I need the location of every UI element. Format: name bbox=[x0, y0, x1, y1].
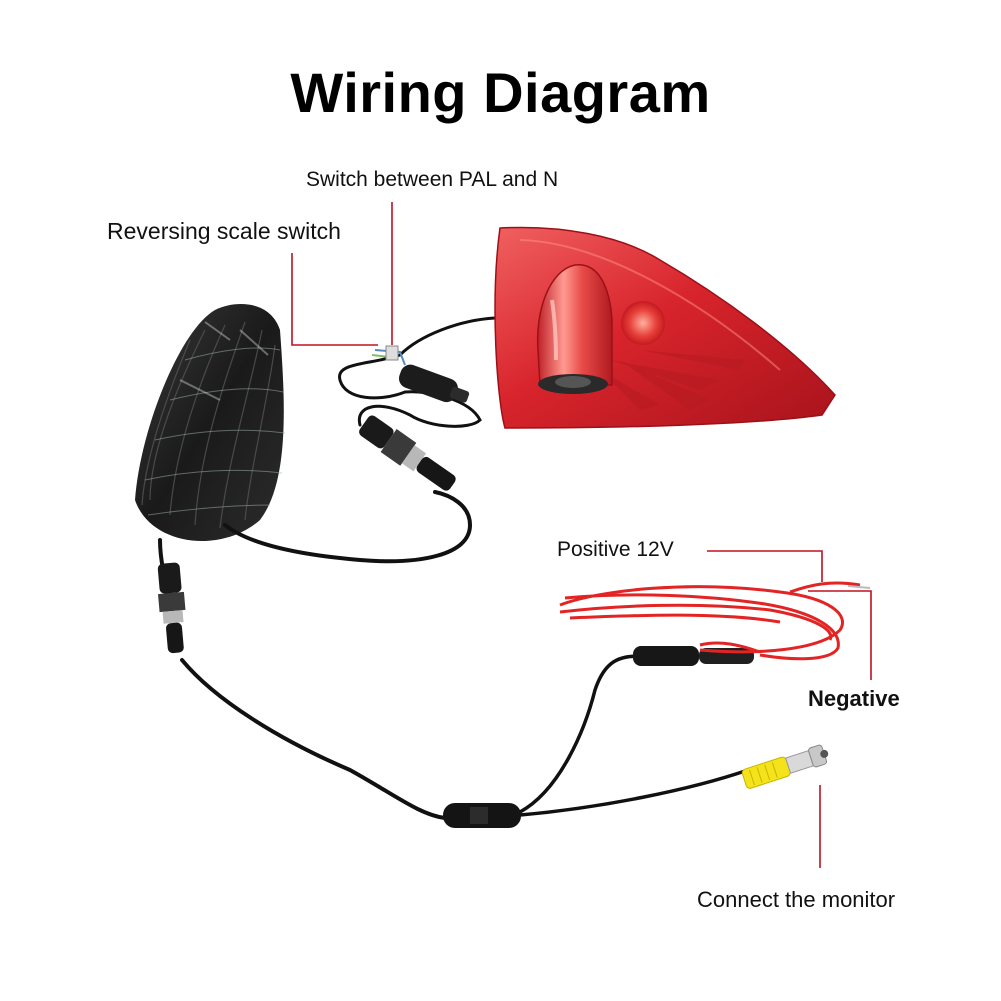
camera-plug bbox=[398, 364, 470, 403]
rca-connector bbox=[741, 744, 829, 789]
cable-splitter-to-rca bbox=[518, 768, 750, 817]
coiled-cable bbox=[135, 304, 286, 542]
leader-positive bbox=[707, 550, 823, 582]
splitter-block bbox=[443, 803, 521, 828]
connectors bbox=[157, 345, 829, 828]
label-positive-12v: Positive 12V bbox=[557, 538, 674, 561]
leader-negative bbox=[808, 590, 872, 680]
red-power-cable bbox=[559, 581, 861, 661]
power-wire-tip bbox=[847, 585, 871, 589]
label-reversing-scale-switch: Reversing scale switch bbox=[107, 218, 341, 244]
leader-lines bbox=[291, 202, 872, 868]
page-title: Wiring Diagram bbox=[290, 61, 711, 124]
power-connector bbox=[633, 646, 754, 666]
aviation-connector-top bbox=[359, 415, 456, 491]
led-reflector bbox=[600, 350, 745, 410]
label-connect-monitor: Connect the monitor bbox=[697, 887, 896, 912]
label-negative: Negative bbox=[808, 686, 900, 711]
aviation-connector-left bbox=[157, 562, 186, 654]
camera-dome bbox=[536, 264, 613, 394]
switch-wires bbox=[371, 345, 406, 366]
label-switch-pal-ntsc: Switch between PAL and N bbox=[306, 168, 559, 191]
cable-coil-lead bbox=[223, 490, 473, 564]
leader-reversing bbox=[291, 253, 378, 346]
led-lens bbox=[621, 301, 665, 345]
cable-splitter-to-power bbox=[518, 654, 642, 814]
camera-housing bbox=[494, 226, 836, 429]
cable-coil-to-splitter bbox=[180, 658, 447, 820]
